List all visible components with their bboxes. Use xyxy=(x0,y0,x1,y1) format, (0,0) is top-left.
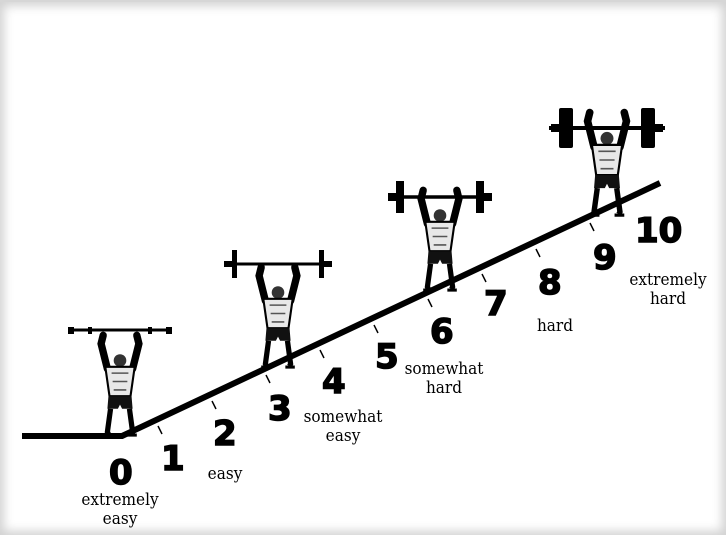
scale-number-0: 0 xyxy=(108,453,133,493)
descriptor-hard: hard xyxy=(528,317,582,336)
descriptor-line: hard xyxy=(536,316,574,336)
scale-number-2: 2 xyxy=(212,414,237,454)
descriptor-extremely-easy: extremely easy xyxy=(75,491,165,529)
descriptor-line: somewhat xyxy=(303,407,383,427)
descriptor-line: easy xyxy=(102,509,138,529)
descriptor-line: somewhat xyxy=(404,359,484,379)
descriptor-line: easy xyxy=(325,426,361,446)
descriptor-line: extremely xyxy=(81,490,159,510)
scale-number-10: 10 xyxy=(634,211,683,251)
lifter-level-9 xyxy=(549,108,665,215)
scale-number-7: 7 xyxy=(483,284,508,324)
scale-number-3: 3 xyxy=(267,389,292,429)
lifter-level-6 xyxy=(388,181,492,290)
descriptor-somewhat-hard: somewhat hard xyxy=(402,360,487,398)
scale-number-8: 8 xyxy=(537,263,562,303)
descriptor-line: easy xyxy=(207,464,243,484)
descriptor-line: hard xyxy=(425,378,463,398)
descriptor-somewhat-easy: somewhat easy xyxy=(301,408,386,446)
scale-number-6: 6 xyxy=(429,312,454,352)
descriptor-line: extremely xyxy=(629,270,707,290)
effort-ramp-line xyxy=(22,180,662,439)
descriptor-extremely-hard: extremely hard xyxy=(623,271,713,309)
scale-number-9: 9 xyxy=(592,238,617,278)
scale-number-4: 4 xyxy=(321,362,346,402)
scale-number-5: 5 xyxy=(374,337,399,377)
scale-number-1: 1 xyxy=(160,439,185,479)
ramp-tick-marks xyxy=(157,222,595,435)
lifter-level-3 xyxy=(224,250,332,367)
lifter-level-0 xyxy=(68,327,172,435)
descriptor-line: hard xyxy=(649,289,687,309)
descriptor-easy: easy xyxy=(198,465,252,484)
